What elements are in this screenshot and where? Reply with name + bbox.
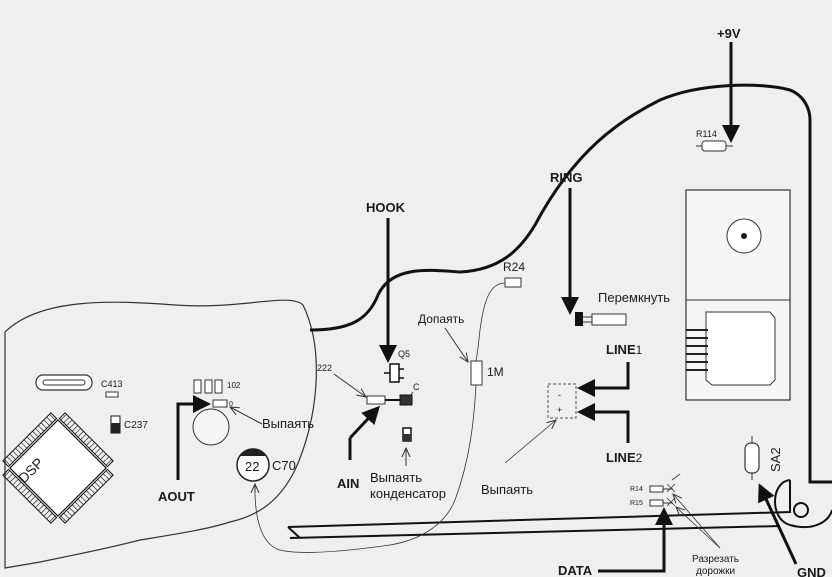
ring-label: RING <box>550 170 583 185</box>
vypayat1-label: Выпаять <box>262 416 314 431</box>
r24-label: R24 <box>503 260 525 274</box>
bottom-track <box>287 480 791 528</box>
sa2-label: SA2 <box>768 447 783 472</box>
round-pad <box>192 408 230 446</box>
c-label: C <box>413 382 420 392</box>
gnd-label: GND <box>797 565 826 577</box>
rj-socket <box>705 311 776 386</box>
data-arrow <box>598 507 673 573</box>
c237-label: C237 <box>124 420 148 431</box>
mount-hole <box>793 502 809 518</box>
aout-arrow <box>176 395 211 480</box>
l222-label: 222 <box>317 363 332 373</box>
vypayat-kond-label-1: Выпаять <box>370 470 422 485</box>
r15-label: R15 <box>630 500 643 507</box>
caps-102 <box>193 379 223 394</box>
minus-sign: - <box>558 390 561 400</box>
r24-resistor <box>504 277 522 288</box>
cap-222 <box>366 395 386 405</box>
sa2-component <box>744 442 760 474</box>
vypayat2-label: Выпаять <box>481 482 533 497</box>
mount-hole-outline <box>774 479 832 529</box>
board-outline-right <box>309 83 832 484</box>
r114-resistor <box>701 140 727 152</box>
plus-sign: + <box>557 405 562 415</box>
crystal <box>35 374 93 391</box>
removed-component <box>547 383 577 419</box>
vypayat-kond-label-2: конденсатор <box>370 486 446 501</box>
aout-label: AOUT <box>158 489 195 504</box>
resistor-0 <box>212 399 228 408</box>
line1-arrow <box>577 362 630 397</box>
ring-jumper-pad <box>591 313 627 326</box>
razrezat-label-2: дорожки <box>696 566 735 577</box>
line2-main: LINE <box>606 450 636 465</box>
c413-cap <box>105 391 119 398</box>
ain-label: AIN <box>337 476 359 491</box>
r1m-resistor <box>470 360 483 386</box>
line1-label: LINE1 <box>606 342 643 357</box>
line1-sub: 1 <box>636 343 643 357</box>
q5-label: Q5 <box>398 349 410 359</box>
peremknut-label: Перемкнуть <box>598 290 670 305</box>
hook-label: HOOK <box>366 200 406 215</box>
r1m-label: 1M <box>487 365 504 379</box>
thin-wire <box>254 282 506 553</box>
l102-label: 102 <box>227 381 241 390</box>
rj-pins <box>686 329 708 371</box>
q5-transistor <box>389 363 400 383</box>
ring-jumper <box>575 312 583 326</box>
gnd-arrow <box>758 483 798 565</box>
c70-num: 22 <box>245 459 259 474</box>
data-label: DATA <box>558 563 593 577</box>
ain-arrow <box>348 405 381 440</box>
r114-label: R114 <box>696 129 717 139</box>
c413-label: C413 <box>101 379 123 389</box>
r14-resistor <box>649 485 664 493</box>
dopayat-label: Допаять <box>418 312 464 326</box>
board-outline-left <box>4 299 317 569</box>
r15-resistor <box>649 499 664 507</box>
line2-label: LINE2 <box>606 450 643 465</box>
dsp-chip <box>2 412 114 524</box>
cap-c <box>399 394 413 406</box>
r14-label: R14 <box>630 486 643 493</box>
razrezat-label-1: Разрезать <box>692 554 739 565</box>
line2-sub: 2 <box>636 451 643 465</box>
track-cuts <box>666 473 681 507</box>
c70-cap <box>236 448 270 482</box>
line2-arrow <box>577 403 630 443</box>
plus9v-label: +9V <box>717 26 741 41</box>
line1-main: LINE <box>606 342 636 357</box>
c70-label: C70 <box>272 458 296 473</box>
l0-label: 0 <box>229 401 233 408</box>
